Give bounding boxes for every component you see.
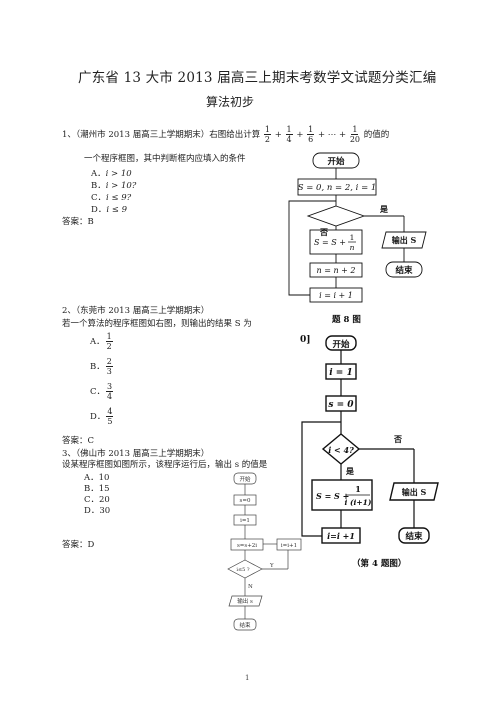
q1-flow-init [297,178,377,196]
q2-flow-update-s-den: i (i+1) [345,498,372,507]
q1-flow-end-label: 结束 [395,265,413,276]
q3-flow-output-label: 输出 s [237,597,253,605]
q2-flow-update-s-prefix: S = S + [316,491,349,501]
q2-flow-caption: （第 4 题图） [352,558,406,569]
q3-stem-line2: 设某程序框图如图所示，该程序运行后，输出 s 的值是 [62,460,268,470]
q3-option-c: C．20 [84,495,110,505]
q3-flow-update-s-label: s=s+2i [237,543,257,549]
q1-option-b: B．i > 10? [91,181,137,191]
q2-flow-yes-label: 是 [345,466,354,476]
q3-answer: 答案：D [62,540,95,550]
q2-flow-end [398,527,430,544]
q3-flow-end-label: 结束 [239,621,251,629]
q1-flow-decision [306,205,366,227]
q1-stem-prefix: 1、（潮州市 2013 届高三上学期期末）右图给出计算 [62,130,261,140]
q1-flow-output [381,231,427,249]
q3-flow-cond-label: i≤5 ? [236,567,250,573]
q2-flow-update-i-label: i=i +1 [327,531,355,541]
q1-option-d: D．i ≤ 9 [91,205,127,215]
q2-flowchart: 0] 开始 i = 1 s = 0 i < 4? 否 是 S = S + 1 i… [300,335,439,569]
q3-flow-no-label: N [248,584,253,590]
q1-flow-update-s-den: n [350,243,355,252]
q3-flow-output [228,595,263,607]
q2-flow-output-label: 输出 S [402,487,427,497]
q1-flow-caption: 题 8 图 [331,314,361,325]
q3-flow-update-i [276,538,302,551]
q1-series-plus: + [274,130,282,140]
q1-flow-init-label: S = 0, n = 2, i = 1 [298,183,377,193]
q2-answer: 答案：C [62,436,95,446]
q2-flow-corner: 0] [300,335,311,345]
section-title: 算法初步 [206,95,255,109]
q1-series-plus: + [296,130,304,140]
q1-flow-update-n-label: n = n + 2 [317,266,356,275]
q1-flow-update-s-prefix: S = S + [314,238,346,247]
q1-flow-yes-label: 是 [379,204,388,214]
q1-flow-update-s-num: 1 [350,233,355,242]
q2-stem: 2、（东莞市 2013 届高三上学期期末） [62,306,210,316]
q1-flowchart: 开始 S = 0, n = 2, i = 1 是 否 S = S + 1 n 输… [288,152,427,325]
q3-flow-init-i-label: i=1 [240,518,250,524]
document-title: 广东省 13 大市 2013 届高三上期末考数学文试题分类汇编 [78,70,437,86]
q1-series-dots: + ⋯ + [317,130,347,140]
q1-flow-end [385,261,423,278]
q3-option-a: A．10 [84,473,110,483]
q3-flow-update-i-label: i=i+1 [281,543,297,549]
q3-flow-start-label: 开始 [239,475,251,483]
q1-stem-suffix: 的值的 [363,130,390,140]
q1-flow-start-label: 开始 [327,156,345,167]
q3-flowchart: 开始 s=0 i=1 s=s+2i i=i+1 i≤5 ? Y N 输出 s 结… [227,472,302,631]
q3-option-b: B．15 [84,484,110,494]
q1-answer: 答案：B [62,217,94,227]
page-number: 1 [245,674,250,682]
q2-flow-start-label: 开始 [332,339,350,350]
q2-flow-update-s-num: 1 [355,484,361,494]
q2-stem-line2: 若一个算法的程序框图如右图，则输出的结果 S 为 [62,319,252,329]
q2-flow-cond-label: i < 4? [328,445,354,455]
q1-flow-output-label: 输出 S [392,235,417,245]
q3-flow-update-s [230,538,264,551]
q3-flow-init-s-label: s=0 [240,498,251,504]
q3-option-d: D．30 [84,506,111,516]
q2-flow-end-label: 结束 [405,531,423,542]
q1-option-c: C．i ≤ 9? [91,193,132,203]
q2-flow-init-s-label: s = 0 [328,400,354,410]
q2-flow-output [389,482,439,501]
q2-flow-no-label: 否 [393,434,402,444]
q1-option-a: A．i > 10 [91,169,132,179]
q3-flow-end [233,618,257,631]
q1-flow-no-label: 否 [319,227,328,237]
q3-stem: 3、（佛山市 2013 届高三上学期期末） [62,449,210,459]
q1-flow-update-i-label: i = i + 1 [319,291,353,300]
q1-stem-line2: 一个程序框图，其中判断框内应填入的条件 [84,154,246,164]
q2-flow-init-i-label: i = 1 [329,368,353,378]
q3-flow-yes-label: Y [269,563,274,569]
